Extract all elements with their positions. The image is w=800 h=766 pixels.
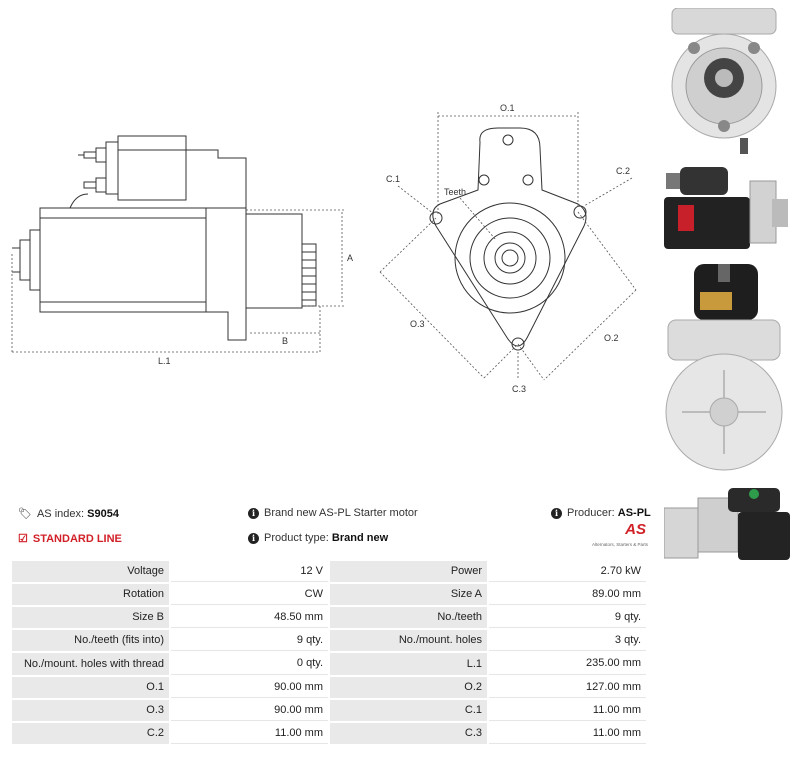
product-description: Brand new AS-PL Starter motor — [264, 507, 418, 519]
spec-value: 0 qty. — [171, 653, 328, 675]
dim-label-c3: C.3 — [512, 384, 526, 394]
spec-row: No./teeth (fits into)9 qty.No./mount. ho… — [12, 630, 646, 651]
dim-label-teeth: Teeth — [444, 187, 466, 197]
spec-label: Voltage — [12, 561, 169, 582]
dim-label-o3: O.3 — [410, 319, 425, 329]
dim-label-o1: O.1 — [500, 103, 515, 113]
description-row: i Brand new AS-PL Starter motor — [248, 507, 418, 519]
spec-label: No./teeth (fits into) — [12, 630, 169, 651]
producer-value: AS-PL — [617, 507, 651, 519]
info-icon: i — [248, 532, 259, 544]
producer-row: i Producer: AS-PL — [551, 507, 651, 519]
hole-c2 — [573, 205, 587, 219]
hole-c1 — [429, 211, 443, 225]
spec-value: 3 qty. — [489, 630, 646, 651]
product-photo-angle — [664, 488, 790, 560]
product-photo-front — [671, 8, 777, 154]
spec-value: 127.00 mm — [489, 677, 646, 698]
checkbox-checked-icon: ☑ — [18, 533, 28, 545]
spec-value: 90.00 mm — [171, 700, 328, 721]
spec-label: C.1 — [330, 700, 487, 721]
dim-label-o2: O.2 — [604, 333, 619, 343]
spec-value: 90.00 mm — [171, 677, 328, 698]
info-icon: i — [248, 507, 259, 519]
spec-label: No./mount. holes — [330, 630, 487, 651]
spec-label: O.3 — [12, 700, 169, 721]
as-index-label: AS index: — [36, 507, 85, 520]
spec-value: CW — [171, 584, 328, 605]
tag-icon: 🏷 — [18, 508, 32, 520]
technical-drawing: A B L.1 O.1 C.1 C.2 Teeth O.3 O.2 C.3 — [11, 103, 637, 394]
hole-c3 — [511, 337, 525, 351]
dim-label-l1: L.1 — [158, 356, 171, 366]
motor-body — [39, 207, 207, 313]
spec-label: No./teeth — [330, 607, 487, 628]
product-type-row: i Product type: Brand new — [248, 532, 388, 544]
spec-label: C.3 — [330, 723, 487, 744]
spec-value: 48.50 mm — [171, 607, 328, 628]
spec-label: L.1 — [330, 653, 487, 675]
spec-value: 12 V — [171, 561, 328, 582]
spec-value: 9 qty. — [489, 607, 646, 628]
logo-tagline: Alternators, Starters & Parts — [591, 542, 648, 547]
spec-label: O.2 — [330, 677, 487, 698]
spec-label: O.1 — [12, 677, 169, 698]
logo-mark: AS — [625, 521, 646, 538]
product-type-value: Brand new — [331, 532, 389, 544]
standard-line-label: STANDARD LINE — [32, 532, 122, 545]
dim-label-b: B — [282, 336, 288, 346]
product-type-label: Product type: — [264, 532, 329, 544]
spec-label: Size B — [12, 607, 169, 628]
as-pl-logo: AS Alternators, Starters & Parts — [586, 521, 648, 555]
spec-value: 11.00 mm — [171, 723, 328, 744]
as-index-row: 🏷 AS index: S9054 — [18, 507, 119, 521]
spec-value: 235.00 mm — [489, 653, 646, 675]
spec-label: No./mount. holes with thread — [12, 653, 169, 675]
standard-line-row: ☑ STANDARD LINE — [18, 532, 122, 546]
spec-value: 89.00 mm — [489, 584, 646, 605]
dim-label-c2: C.2 — [616, 166, 630, 176]
producer-label: Producer: — [567, 507, 615, 519]
product-photo-side — [664, 167, 788, 249]
dim-label-a: A — [347, 253, 353, 263]
info-icon: i — [551, 507, 562, 519]
spec-value: 9 qty. — [171, 630, 328, 651]
spec-label: C.2 — [12, 723, 169, 744]
spec-label: Size A — [330, 584, 487, 605]
spec-label: Power — [330, 561, 487, 582]
spec-value: 2.70 kW — [489, 561, 646, 582]
dim-label-c1: C.1 — [386, 174, 400, 184]
spec-value: 11.00 mm — [489, 700, 646, 721]
solenoid-body — [117, 135, 187, 201]
spec-value: 11.00 mm — [489, 723, 646, 744]
product-photo-rear — [665, 264, 783, 471]
spec-label: Rotation — [12, 584, 169, 605]
as-index-value: S9054 — [87, 507, 119, 520]
